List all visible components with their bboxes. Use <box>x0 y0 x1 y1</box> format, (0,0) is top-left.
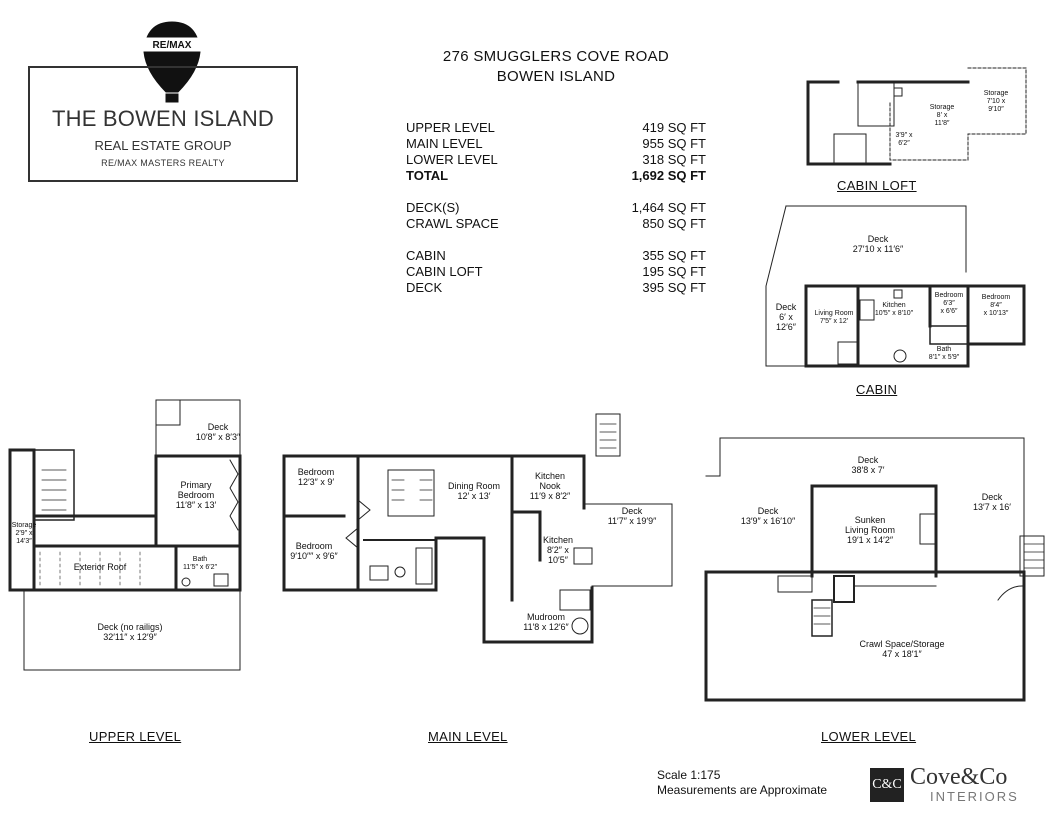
cove-co-logo-sub: INTERIORS <box>930 789 1019 804</box>
room-label: Deck (no railigs)32′11″ x 12′9″ <box>97 622 163 642</box>
logo-title: THE BOWEN ISLAND <box>51 106 274 131</box>
cabin-title: CABIN <box>856 382 898 397</box>
cabin-loft-title: CABIN LOFT <box>837 178 917 193</box>
logo-subtitle: REAL ESTATE GROUP <box>94 138 232 153</box>
upper-level-title: UPPER LEVEL <box>89 729 182 744</box>
remax-balloon-text: RE/MAX <box>153 40 192 51</box>
scale-text: Scale 1:175 <box>657 768 721 782</box>
approx-note: Measurements are Approximate <box>657 783 828 797</box>
cove-co-logo-name: Cove&Co <box>910 764 1008 790</box>
cabin-plan <box>765 205 1026 368</box>
upper-level-plan <box>8 399 242 671</box>
remax-balloon-icon <box>143 21 201 103</box>
logo-tagline: RE/MAX MASTERS REALTY <box>101 158 225 168</box>
area-row: DECK(S)1,464 SQ FT <box>406 200 706 215</box>
main-level-plan <box>282 413 673 644</box>
address-line-2: BOWEN ISLAND <box>496 68 616 85</box>
address-line-1: 276 SMUGGLERS COVE ROAD <box>442 48 670 65</box>
logo-box: THE BOWEN ISLAND REAL ESTATE GROUP RE/MA… <box>28 66 298 182</box>
room-label: Exterior Roof <box>73 562 127 572</box>
main-level-title: MAIN LEVEL <box>428 729 508 744</box>
lower-level-title: LOWER LEVEL <box>821 729 917 744</box>
lower-level-plan <box>704 437 1045 702</box>
scale-note: Scale 1:175 Measurements are Approximate <box>657 768 827 798</box>
cabin-loft-plan <box>806 67 1027 166</box>
cove-co-logo-mark: C&C <box>870 768 904 802</box>
